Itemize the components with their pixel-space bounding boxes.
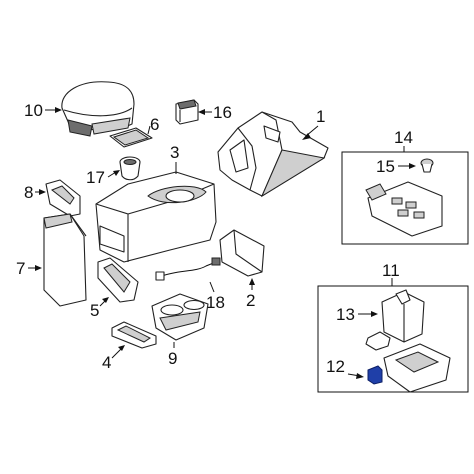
callout-18: 18 bbox=[206, 281, 225, 312]
part-4-bracket[interactable] bbox=[111, 321, 157, 349]
svg-text:2: 2 bbox=[246, 291, 255, 310]
callout-6: 6 bbox=[147, 115, 159, 135]
callout-2: 2 bbox=[246, 278, 255, 310]
assembly-box-14 bbox=[341, 146, 469, 245]
callout-4: 4 bbox=[102, 345, 125, 372]
part-14-indicator-plate[interactable] bbox=[365, 181, 443, 237]
svg-text:9: 9 bbox=[168, 349, 177, 368]
part-2-bracket[interactable] bbox=[219, 229, 265, 277]
part-17-cup-insert[interactable] bbox=[119, 156, 141, 181]
callout-14: 14 bbox=[394, 128, 413, 147]
svg-text:7: 7 bbox=[16, 259, 25, 278]
part-15-knob[interactable] bbox=[420, 158, 434, 173]
svg-text:15: 15 bbox=[376, 157, 395, 176]
part-12-connector[interactable] bbox=[367, 365, 383, 385]
callout-5: 5 bbox=[90, 297, 109, 320]
svg-text:10: 10 bbox=[24, 101, 43, 120]
callout-13: 13 bbox=[336, 305, 378, 324]
callout-9: 9 bbox=[168, 342, 177, 368]
assembly-box-11 bbox=[317, 278, 469, 393]
svg-text:8: 8 bbox=[24, 183, 33, 202]
svg-text:1: 1 bbox=[316, 107, 325, 126]
svg-text:18: 18 bbox=[206, 293, 225, 312]
part-10-armrest-lid[interactable] bbox=[61, 81, 135, 137]
svg-text:13: 13 bbox=[336, 305, 355, 324]
svg-text:12: 12 bbox=[326, 357, 345, 376]
part-small-clip[interactable] bbox=[365, 331, 391, 351]
svg-text:17: 17 bbox=[86, 168, 105, 187]
callout-1: 1 bbox=[302, 107, 325, 140]
svg-text:5: 5 bbox=[90, 301, 99, 320]
part-5-bracket[interactable] bbox=[97, 257, 139, 303]
part-6-pad[interactable] bbox=[109, 127, 153, 148]
part-13-shift-boot[interactable] bbox=[381, 289, 425, 343]
part-16-module[interactable] bbox=[175, 99, 199, 125]
svg-text:11: 11 bbox=[382, 261, 400, 280]
callout-16: 16 bbox=[198, 103, 232, 122]
part-shift-trim-plate[interactable] bbox=[383, 343, 451, 393]
callout-10: 10 bbox=[24, 101, 62, 120]
callout-8: 8 bbox=[24, 183, 46, 202]
svg-text:4: 4 bbox=[102, 353, 111, 372]
callout-17: 17 bbox=[86, 168, 120, 187]
svg-text:14: 14 bbox=[394, 128, 413, 147]
callout-3: 3 bbox=[170, 143, 179, 174]
part-1-front-console[interactable] bbox=[217, 111, 329, 198]
callout-11: 11 bbox=[382, 261, 400, 280]
part-8-bracket[interactable] bbox=[45, 179, 81, 217]
callout-7: 7 bbox=[16, 259, 42, 278]
svg-text:6: 6 bbox=[150, 115, 159, 134]
part-18-harness[interactable] bbox=[155, 257, 221, 281]
part-3-rear-console[interactable] bbox=[95, 171, 217, 263]
callout-12: 12 bbox=[326, 357, 364, 379]
part-7-rear-panel[interactable] bbox=[43, 213, 87, 307]
svg-text:16: 16 bbox=[213, 103, 232, 122]
svg-text:3: 3 bbox=[170, 143, 179, 162]
part-9-cup-holder[interactable] bbox=[151, 293, 209, 341]
callout-15: 15 bbox=[376, 157, 416, 176]
